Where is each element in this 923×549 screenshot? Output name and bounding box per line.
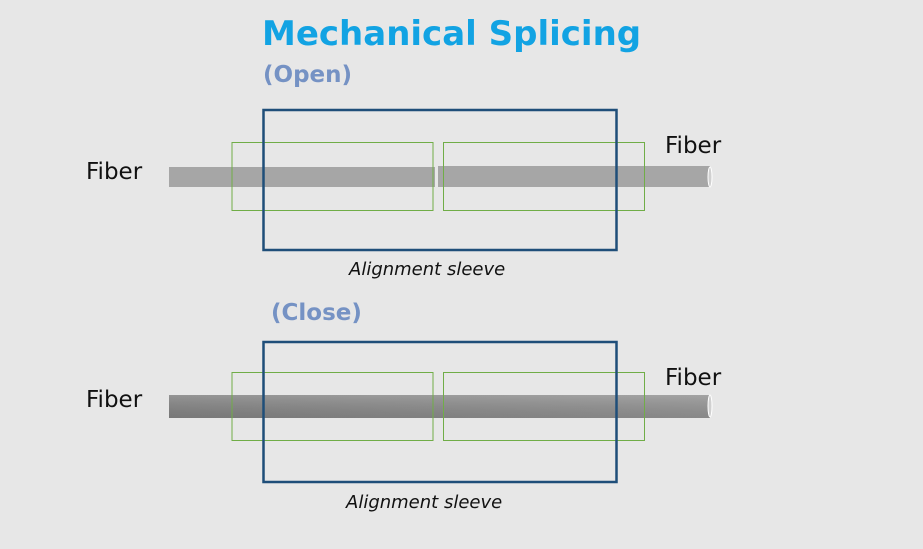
sleeve-label-close: Alignment sleeve — [346, 492, 503, 513]
alignment-sleeve-open — [262, 108, 618, 252]
sleeve-label-open: Alignment sleeve — [349, 259, 506, 280]
fiber-left-label-open: Fiber — [86, 159, 143, 185]
fiber-shading — [169, 395, 710, 418]
diagram-title: Mechanical Splicing — [262, 14, 642, 54]
guide-left-open — [231, 142, 434, 211]
fiber-right-label-open: Fiber — [665, 133, 722, 159]
fiber-right-label-close: Fiber — [665, 365, 722, 391]
fiber-left-open — [169, 167, 435, 187]
open-state-label: (Open) — [263, 62, 353, 88]
guide-right-open — [443, 142, 645, 211]
fiber-left-label-close: Fiber — [86, 387, 143, 413]
fiber-right-open — [438, 166, 710, 187]
guide-right-close — [443, 372, 645, 441]
guide-left-close — [231, 372, 434, 441]
close-diagram — [169, 340, 713, 484]
close-state-label: (Close) — [271, 300, 362, 326]
fiber-end-cap — [707, 166, 713, 188]
open-diagram — [169, 108, 713, 252]
alignment-sleeve-close — [262, 340, 618, 484]
fiber-end-cap — [707, 394, 713, 418]
